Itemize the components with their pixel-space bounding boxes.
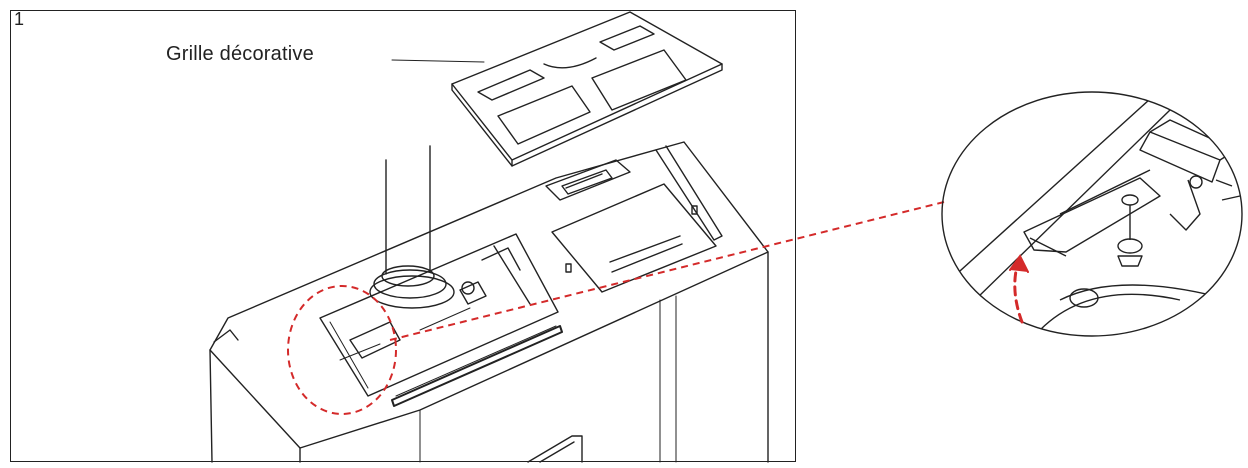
- decorative-grille: [451, 11, 723, 167]
- hopper-lid: [551, 145, 723, 293]
- pull-arrow-icon: [1009, 254, 1029, 324]
- control-panel: [545, 159, 631, 201]
- highlight-circle: [287, 285, 397, 415]
- zoom-detail: [941, 91, 1243, 337]
- grille-label: Grille décorative: [166, 43, 314, 65]
- zoom-pointer-line: [389, 201, 945, 341]
- label-leader-line: [391, 59, 485, 63]
- figure-frame: [10, 10, 796, 462]
- figure-number: 1: [14, 9, 25, 29]
- flue-pipe: [369, 145, 455, 309]
- mechanism-compartment: [319, 233, 563, 407]
- stove-body: [209, 141, 769, 463]
